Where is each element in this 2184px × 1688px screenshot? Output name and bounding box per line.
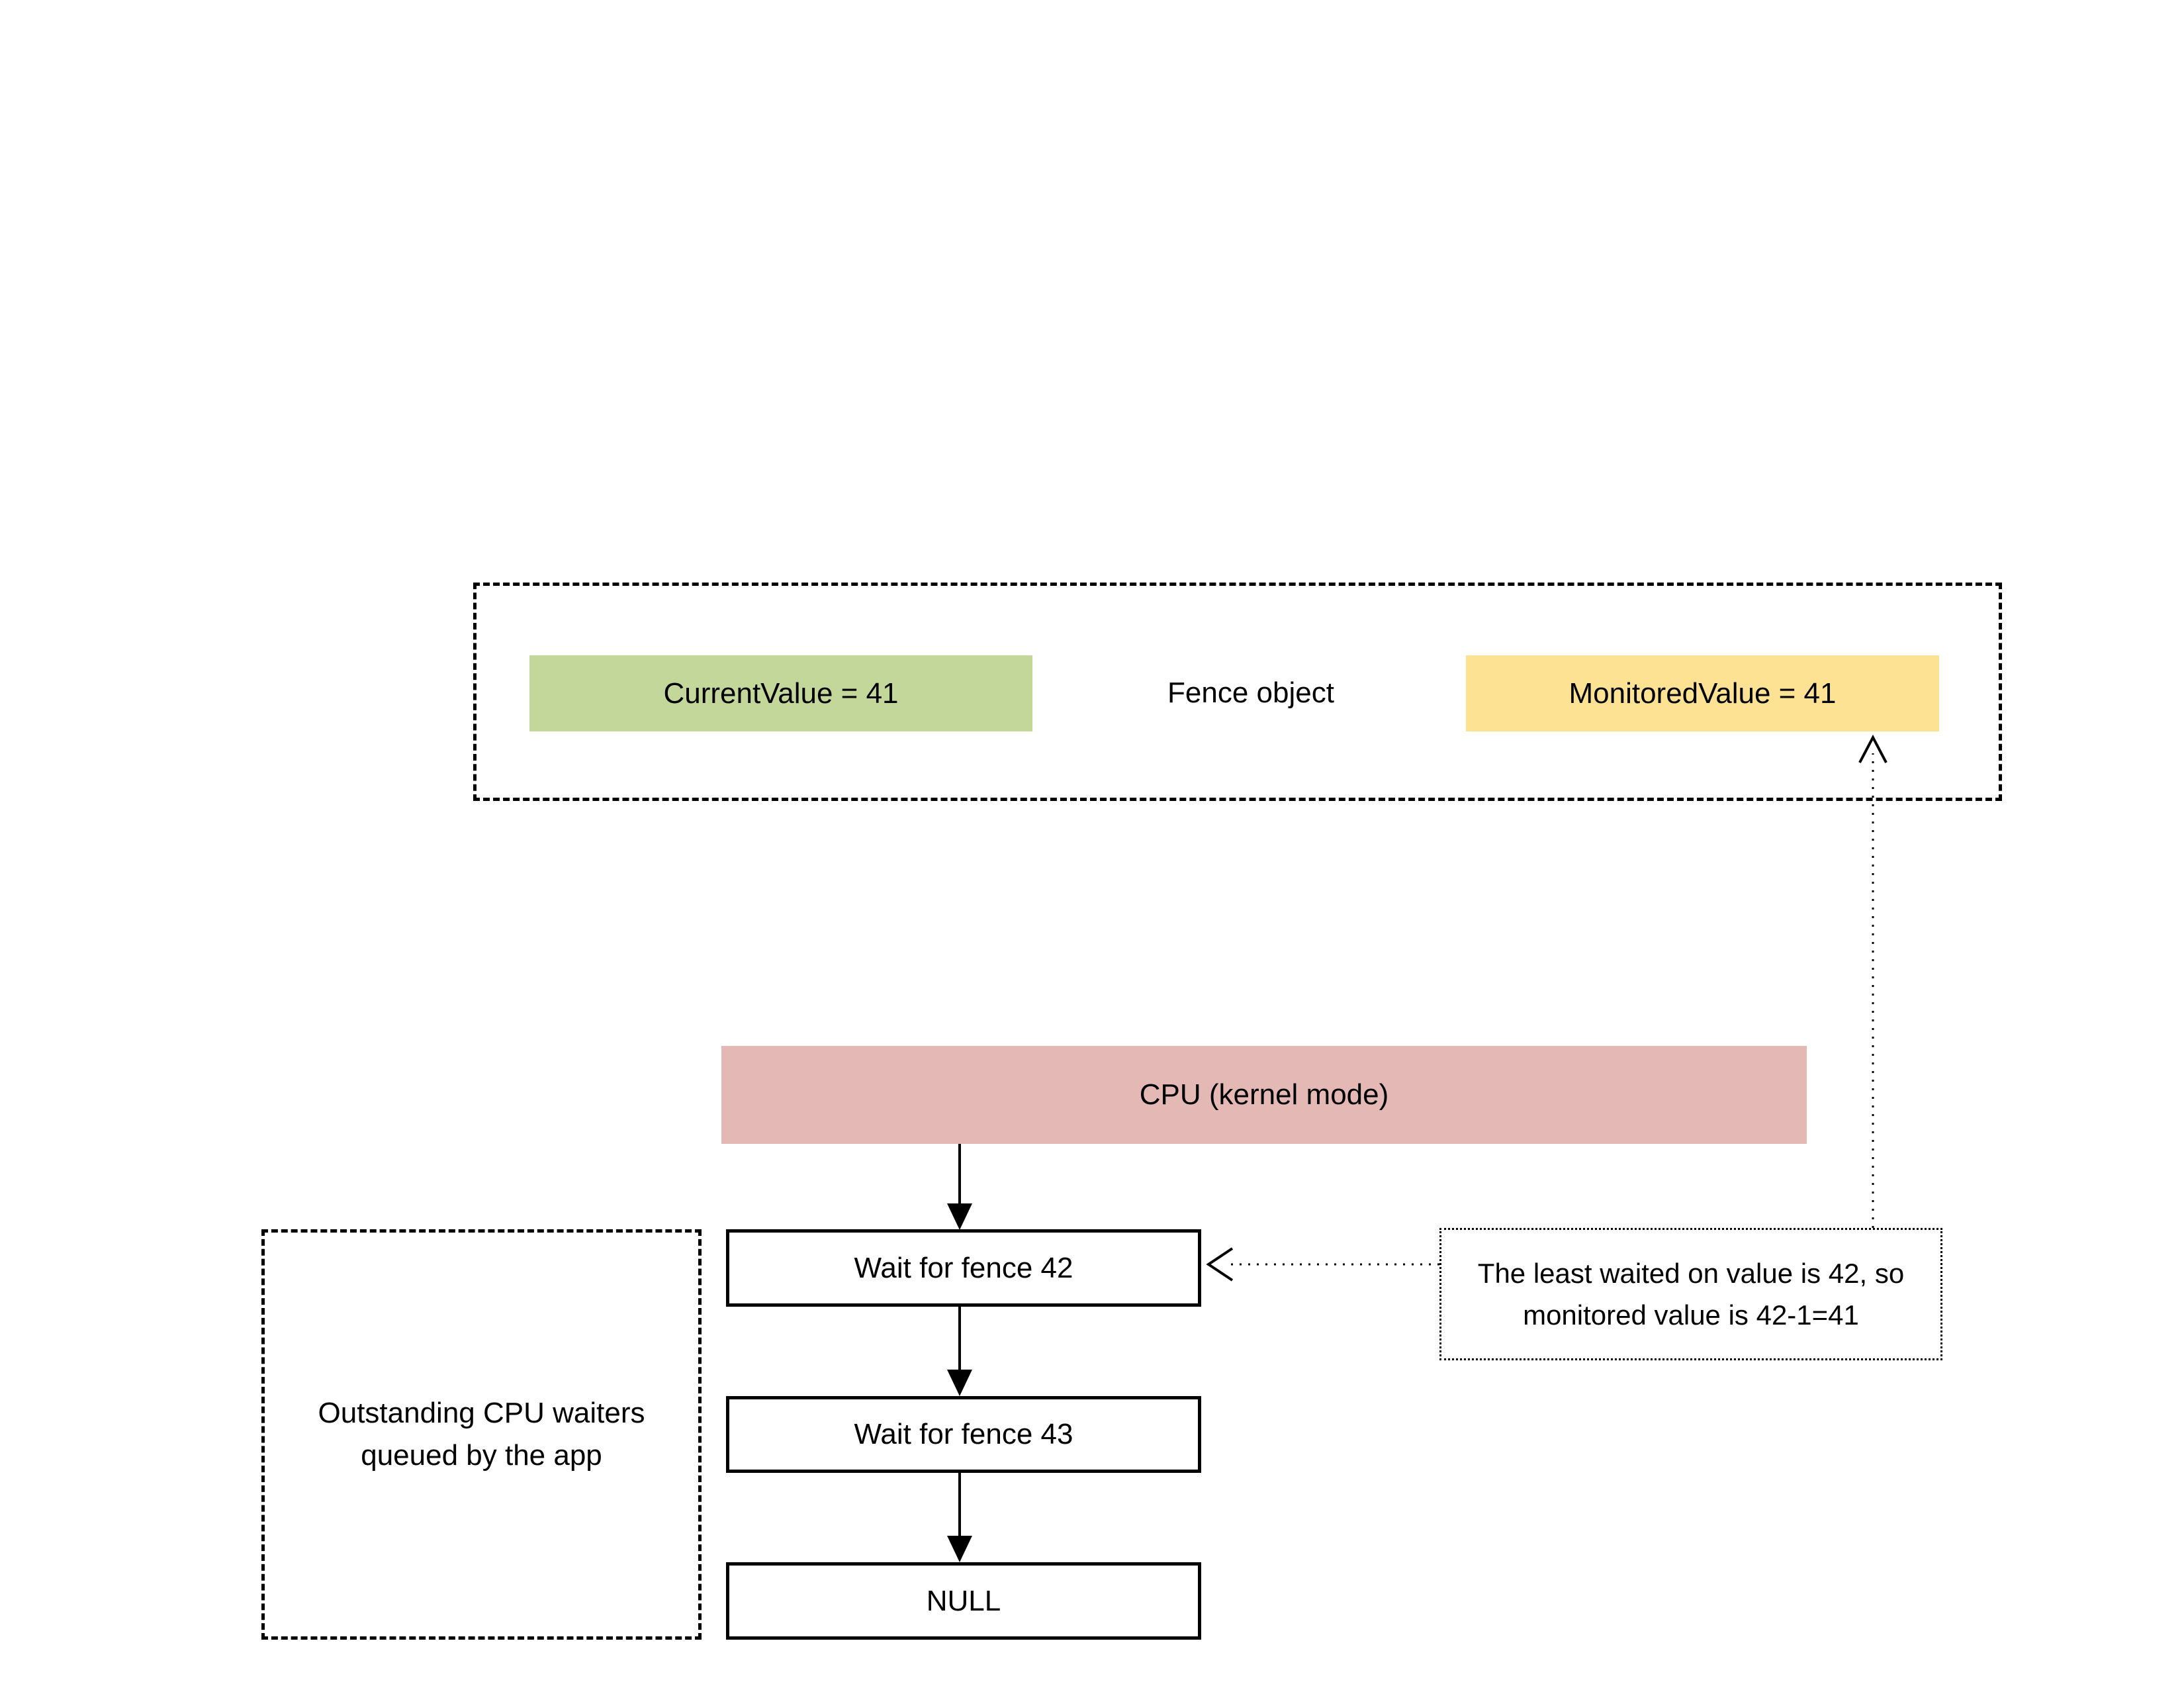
wait-fence-42-box: Wait for fence 42 [726, 1229, 1201, 1307]
cpu-kernel-mode-box: CPU (kernel mode) [721, 1046, 1807, 1144]
current-value-label: CurrentValue = 41 [663, 677, 899, 710]
outstanding-waiters-caption: Outstanding CPU waiters queued by the ap… [318, 1397, 645, 1472]
outstanding-waiters-group-box: Outstanding CPU waiters queued by the ap… [261, 1229, 702, 1640]
wait-fence-43-box: Wait for fence 43 [726, 1396, 1201, 1473]
arrow-cpu-to-wait42 [947, 1144, 972, 1230]
annotation-box: The least waited on value is 42, so moni… [1439, 1228, 1942, 1360]
fence-object-label: Fence object [1167, 677, 1334, 709]
cpu-kernel-mode-label: CPU (kernel mode) [1139, 1078, 1389, 1111]
null-box: NULL [726, 1562, 1201, 1640]
arrow-wait43-to-null [947, 1473, 972, 1562]
annotation-line1: The least waited on value is 42, so [1477, 1258, 1905, 1289]
dotted-arrow-annotation-to-monitored-value [1858, 734, 1888, 1228]
arrow-wait42-to-wait43 [947, 1307, 972, 1396]
monitored-value-box: MonitoredValue = 41 [1466, 655, 1939, 731]
current-value-box: CurrentValue = 41 [529, 655, 1032, 731]
monitored-value-label: MonitoredValue = 41 [1569, 677, 1837, 710]
fence-object-container [473, 583, 2002, 801]
dotted-arrow-annotation-to-wait42 [1206, 1247, 1439, 1282]
annotation-line2: monitored value is 42-1=41 [1523, 1299, 1859, 1331]
